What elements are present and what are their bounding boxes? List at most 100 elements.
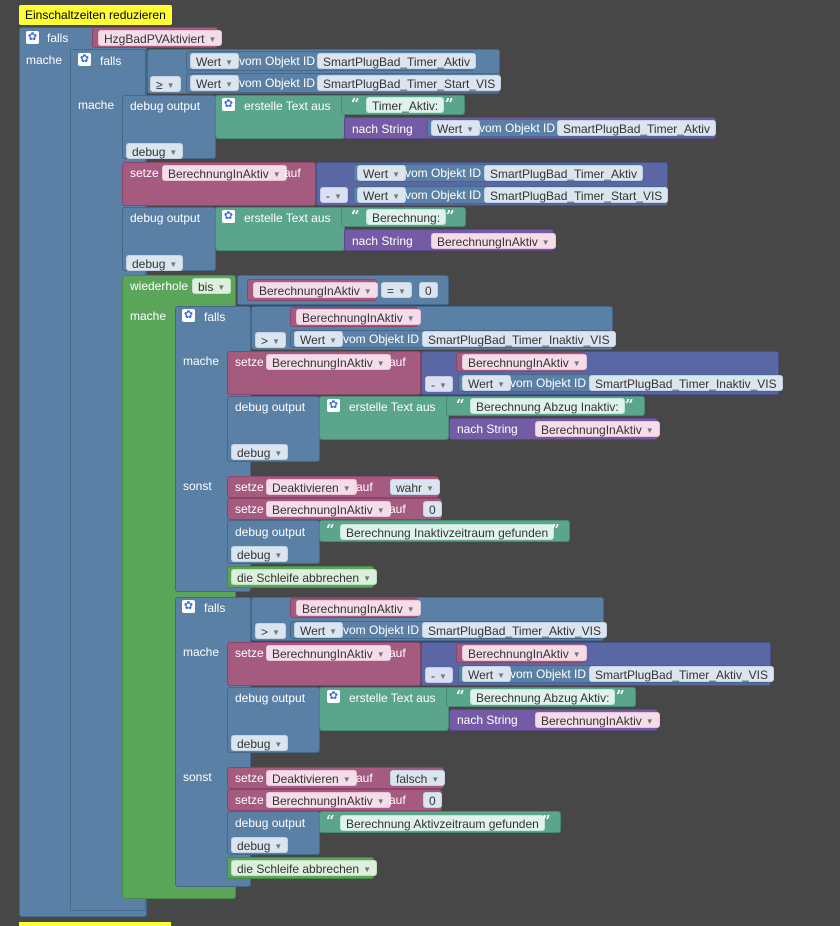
quote-open-icon: “: [326, 521, 335, 539]
variable-dropdown[interactable]: Deaktivieren▼: [266, 479, 357, 495]
object-id-field[interactable]: SmartPlugBad_Timer_Start_VIS: [484, 187, 669, 203]
variable-dropdown[interactable]: BerechnungInAktiv▼: [431, 233, 556, 249]
object-id-field[interactable]: SmartPlugBad_Timer_Start_VIS: [317, 75, 502, 91]
wert-dropdown[interactable]: Wert▼: [294, 622, 344, 638]
wert-dropdown[interactable]: Wert▼: [190, 53, 240, 69]
variable-dropdown[interactable]: BerechnungInAktiv▼: [296, 309, 421, 325]
setze-label: setze: [235, 793, 264, 807]
quote-close-icon: ”: [551, 521, 560, 539]
variable-dropdown[interactable]: Deaktivieren▼: [266, 770, 357, 786]
text-join-block[interactable]: [319, 396, 449, 440]
break-mode-dropdown[interactable]: die Schleife abbrechen▼: [231, 860, 378, 876]
variable-dropdown[interactable]: HzgBadPVAktiviert▼: [98, 30, 223, 46]
debug-level-dropdown[interactable]: debug▼: [231, 546, 289, 562]
object-id-field[interactable]: SmartPlugBad_Timer_Inaktiv_VIS: [422, 331, 616, 347]
vom-objekt-label: vom Objekt ID: [343, 332, 420, 346]
chevron-down-icon: ▼: [225, 80, 234, 89]
chevron-down-icon: ▼: [272, 170, 281, 179]
chevron-down-icon: ▼: [342, 775, 351, 784]
sonst-label: sonst: [183, 479, 212, 493]
variable-dropdown[interactable]: BerechnungInAktiv▼: [535, 421, 660, 437]
operator-dropdown[interactable]: ≥▼: [150, 76, 181, 92]
wert-dropdown[interactable]: Wert▼: [357, 187, 407, 203]
text-field[interactable]: Berechnung Inaktivzeitraum gefunden: [340, 524, 555, 540]
operator-dropdown[interactable]: -▼: [425, 667, 453, 683]
debug-level-dropdown[interactable]: debug▼: [231, 444, 289, 460]
break-mode-dropdown[interactable]: die Schleife abbrechen▼: [231, 569, 378, 585]
variable-dropdown[interactable]: BerechnungInAktiv▼: [296, 600, 421, 616]
debug-level-dropdown[interactable]: debug▼: [126, 143, 184, 159]
text-field[interactable]: Berechnung:: [366, 209, 447, 225]
gear-icon[interactable]: ✿: [182, 309, 195, 322]
wert-dropdown[interactable]: Wert▼: [431, 120, 481, 136]
wert-dropdown[interactable]: Wert▼: [294, 331, 344, 347]
wert-dropdown[interactable]: Wert▼: [357, 165, 407, 181]
object-id-field[interactable]: SmartPlugBad_Timer_Aktiv_VIS: [589, 666, 774, 682]
loop-mode-dropdown[interactable]: bis▼: [192, 278, 232, 294]
boolean-dropdown[interactable]: wahr▼: [390, 479, 440, 495]
text-join-block[interactable]: [319, 687, 449, 731]
debug-level-dropdown[interactable]: debug▼: [231, 735, 289, 751]
object-id-field[interactable]: SmartPlugBad_Timer_Aktiv: [557, 120, 716, 136]
variable-dropdown[interactable]: BerechnungInAktiv▼: [266, 792, 391, 808]
gear-icon[interactable]: ✿: [78, 53, 91, 66]
block-comment[interactable]: Einschaltzeiten reduzieren: [19, 5, 172, 25]
next-comment-stub[interactable]: [19, 922, 171, 926]
falls-label: falls: [204, 601, 226, 615]
setze-label: setze: [235, 502, 264, 516]
text-field[interactable]: Berechnung Aktivzeitraum gefunden: [340, 815, 545, 831]
operator-dropdown[interactable]: =▼: [381, 282, 412, 298]
wert-dropdown[interactable]: Wert▼: [462, 375, 512, 391]
object-id-field[interactable]: SmartPlugBad_Timer_Inaktiv_VIS: [589, 375, 783, 391]
variable-dropdown[interactable]: BerechnungInAktiv▼: [535, 712, 660, 728]
gear-icon[interactable]: ✿: [327, 690, 340, 703]
vom-objekt-label: vom Objekt ID: [405, 166, 482, 180]
gear-icon[interactable]: ✿: [327, 399, 340, 412]
operator-dropdown[interactable]: >▼: [255, 623, 286, 639]
mache-label: mache: [78, 98, 115, 112]
setze-label: setze: [130, 166, 159, 180]
variable-dropdown[interactable]: BerechnungInAktiv▼: [253, 282, 378, 298]
text-join-block[interactable]: [215, 95, 345, 139]
text-join-label: erstelle Text aus: [244, 99, 331, 113]
falls-label: falls: [204, 310, 226, 324]
number-field[interactable]: 0: [419, 282, 438, 298]
text-field[interactable]: Berechnung Abzug Inaktiv:: [470, 398, 625, 414]
operator-dropdown[interactable]: -▼: [320, 187, 348, 203]
chevron-down-icon: ▼: [426, 484, 434, 493]
falls-label: falls: [47, 31, 69, 45]
variable-dropdown[interactable]: BerechnungInAktiv▼: [266, 501, 391, 517]
gear-icon[interactable]: ✿: [222, 98, 235, 111]
text-field[interactable]: Timer_Aktiv:: [366, 97, 445, 113]
gear-icon[interactable]: ✿: [26, 31, 39, 44]
variable-dropdown[interactable]: BerechnungInAktiv▼: [162, 165, 287, 181]
variable-dropdown[interactable]: BerechnungInAktiv▼: [462, 354, 587, 370]
variable-dropdown[interactable]: BerechnungInAktiv▼: [266, 645, 391, 661]
text-field[interactable]: Berechnung Abzug Aktiv:: [470, 689, 616, 705]
variable-dropdown[interactable]: BerechnungInAktiv▼: [462, 645, 587, 661]
object-id-field[interactable]: SmartPlugBad_Timer_Aktiv_VIS: [422, 622, 607, 638]
chevron-down-icon: ▼: [572, 650, 581, 659]
gear-icon[interactable]: ✿: [222, 210, 235, 223]
chevron-down-icon: ▼: [272, 337, 280, 346]
debug-level-dropdown[interactable]: debug▼: [231, 837, 289, 853]
wert-dropdown[interactable]: Wert▼: [462, 666, 512, 682]
gear-icon[interactable]: ✿: [182, 600, 195, 613]
number-field[interactable]: 0: [423, 792, 442, 808]
falls-label: falls: [100, 54, 122, 68]
number-field[interactable]: 0: [423, 501, 442, 517]
operator-dropdown[interactable]: >▼: [255, 332, 286, 348]
debug-output-label: debug output: [235, 525, 306, 539]
chevron-down-icon: ▼: [225, 58, 234, 67]
text-join-block[interactable]: [215, 207, 345, 251]
wert-dropdown[interactable]: Wert▼: [190, 75, 240, 91]
quote-open-icon: “: [326, 812, 335, 830]
boolean-dropdown[interactable]: falsch▼: [390, 770, 446, 786]
variable-dropdown[interactable]: BerechnungInAktiv▼: [266, 354, 391, 370]
auf-label: auf: [356, 771, 373, 785]
object-id-field[interactable]: SmartPlugBad_Timer_Aktiv: [484, 165, 643, 181]
operator-dropdown[interactable]: -▼: [425, 376, 453, 392]
object-id-field[interactable]: SmartPlugBad_Timer_Aktiv: [317, 53, 476, 69]
text-join-label: erstelle Text aus: [349, 400, 436, 414]
debug-level-dropdown[interactable]: debug▼: [126, 255, 184, 271]
